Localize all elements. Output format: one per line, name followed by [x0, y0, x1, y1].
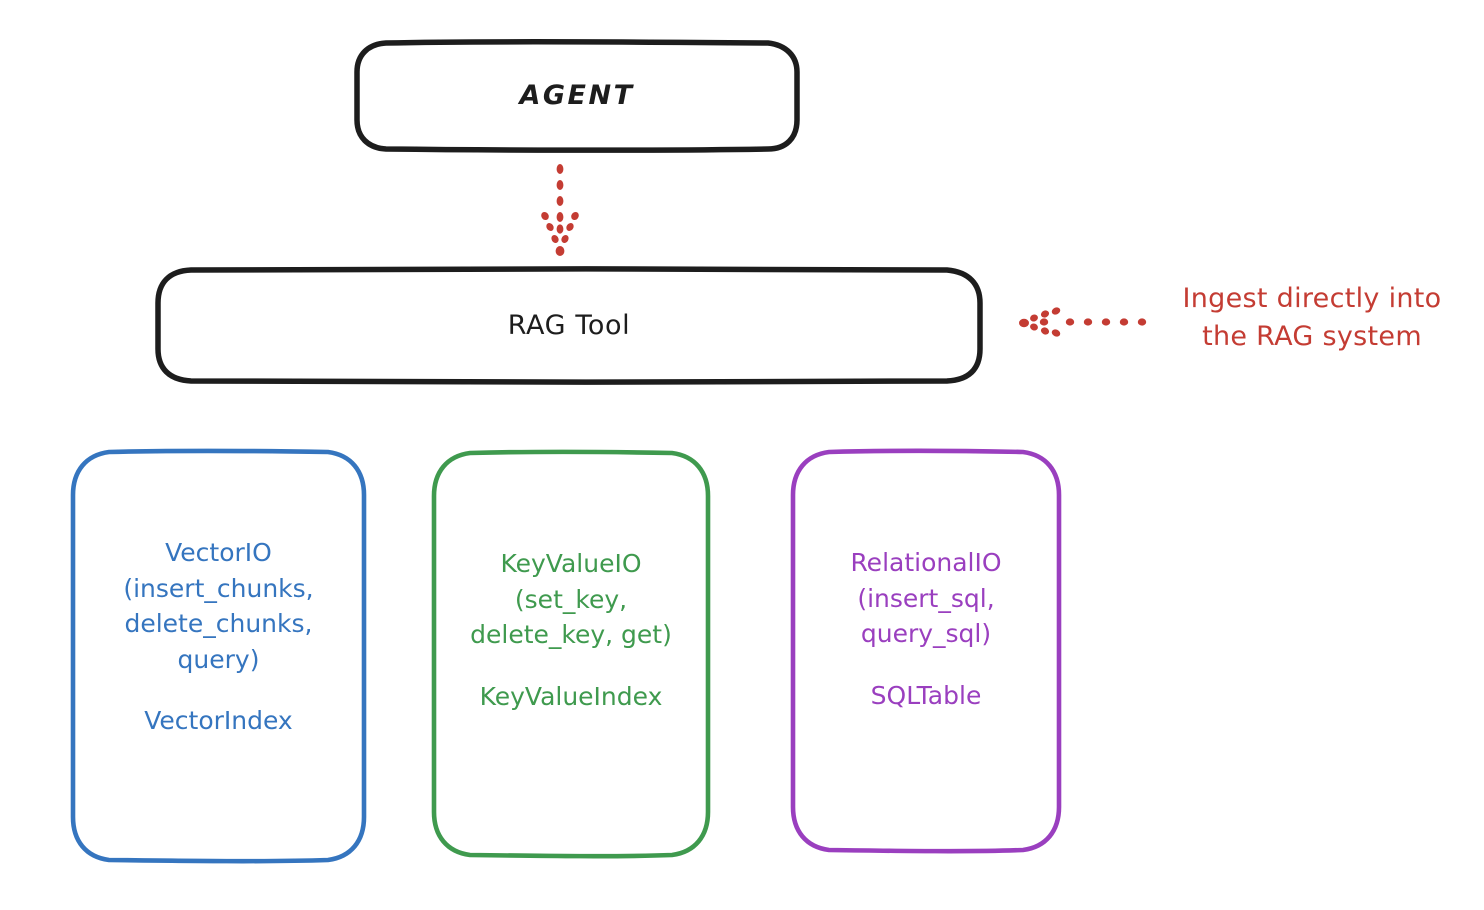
- agent-node-outline: [354, 39, 800, 153]
- key-value-io-node[interactable]: KeyValueIO (set_key, delete_key, get) Key…: [430, 449, 712, 859]
- relational-io-index-label: SQLTable: [870, 680, 982, 710]
- relational-io-spacer: [850, 652, 1001, 678]
- rag-tool-node[interactable]: RAG Tool: [155, 266, 983, 385]
- vector-io-node-outline: [70, 448, 367, 864]
- key-value-io-label: KeyValueIO (set_key, delete_key, get) Key…: [460, 450, 682, 714]
- key-value-io-spacer: [470, 653, 672, 679]
- relational-io-label: RelationalIO (insert_sql, query_sql) SQLT…: [840, 449, 1011, 713]
- relational-io-methods: RelationalIO (insert_sql, query_sql): [850, 548, 1002, 648]
- rag-tool-node-outline: [155, 266, 983, 385]
- agent-to-rag-tool-arrow-icon: [541, 164, 579, 256]
- ingest-note-text: Ingest directly into the RAG system: [1182, 283, 1442, 353]
- key-value-io-index-label: KeyValueIndex: [479, 681, 663, 711]
- rag-tool-label: RAG Tool: [507, 309, 631, 341]
- vector-io-methods: VectorIO (insert_chunks, delete_chunks, …: [123, 538, 314, 674]
- vector-io-spacer: [123, 677, 313, 703]
- key-value-io-node-outline: [431, 449, 711, 859]
- agent-node[interactable]: AGENT: [354, 39, 800, 153]
- vector-io-index-label: VectorIndex: [144, 706, 293, 735]
- vector-io-node[interactable]: VectorIO (insert_chunks, delete_chunks, …: [69, 448, 368, 864]
- ingest-note-arrow-icon: [1019, 307, 1147, 337]
- relational-io-node-outline: [790, 448, 1062, 854]
- vector-io-label: VectorIO (insert_chunks, delete_chunks, …: [113, 449, 323, 739]
- agent-label: AGENT: [519, 80, 635, 112]
- key-value-io-methods: KeyValueIO (set_key, delete_key, get): [470, 549, 672, 649]
- relational-io-node[interactable]: RelationalIO (insert_sql, query_sql) SQLT…: [789, 448, 1063, 854]
